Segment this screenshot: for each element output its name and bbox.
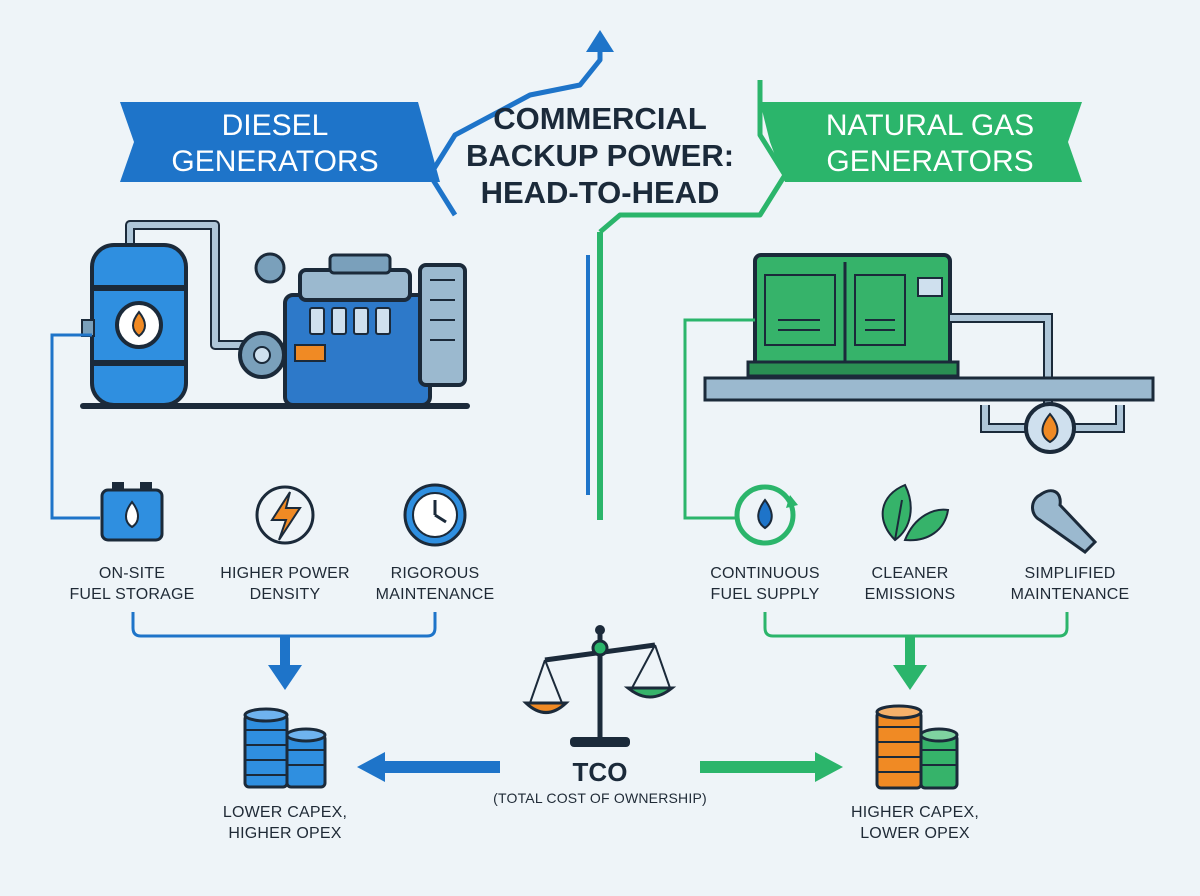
- fuel-tank-icon: [100, 482, 164, 542]
- tco-sublabel: (TOTAL COST OF OWNERSHIP): [493, 790, 707, 806]
- clock-icon: [403, 483, 467, 547]
- feature-line1: CLEANER: [871, 565, 949, 582]
- feature-line2: DENSITY: [249, 586, 321, 603]
- gas-outcome: HIGHER CAPEX, LOWER OPEX: [830, 802, 1000, 844]
- diesel-banner: [120, 102, 440, 182]
- outcome-line2: LOWER OPEX: [860, 825, 970, 842]
- gas-generator-illustration: [703, 253, 1155, 454]
- title-line3: HEAD-TO-HEAD: [480, 175, 720, 210]
- gas-feature-fuel-supply: CONTINUOUS FUEL SUPPLY: [695, 563, 835, 605]
- outcome-line1: HIGHER CAPEX,: [851, 804, 979, 821]
- diesel-feature-power-density: HIGHER POWER DENSITY: [210, 563, 360, 605]
- balance-scale-icon: [522, 625, 677, 747]
- gas-banner: [760, 102, 1082, 182]
- diesel-connector-line: [50, 333, 100, 520]
- title-line2: BACKUP POWER:: [465, 138, 735, 173]
- tco-right-arrow: [700, 752, 843, 782]
- wrench-icon: [1031, 489, 1098, 554]
- page-title: COMMERCIAL BACKUP POWER: HEAD-TO-HEAD: [430, 100, 770, 211]
- tco-label: TCO: [572, 757, 628, 787]
- feature-line2: EMISSIONS: [864, 586, 956, 603]
- diesel-banner-line1: DIESEL: [221, 109, 329, 142]
- diesel-feature-maintenance: RIGOROUS MAINTENANCE: [365, 563, 505, 605]
- lightning-icon: [255, 485, 315, 545]
- gas-connector-line: [683, 318, 755, 520]
- feature-line1: CONTINUOUS: [710, 565, 820, 582]
- feature-line1: HIGHER POWER: [220, 565, 350, 582]
- recycle-drop-icon: [734, 484, 798, 546]
- feature-line1: ON-SITE: [98, 565, 166, 582]
- feature-line2: FUEL SUPPLY: [710, 586, 820, 603]
- diesel-banner-line2: GENERATORS: [171, 145, 379, 178]
- title-line1: COMMERCIAL: [493, 101, 707, 136]
- diesel-banner-title: DIESEL GENERATORS: [130, 108, 420, 180]
- tco-left-arrow: [357, 752, 500, 782]
- leaf-icon: [881, 483, 950, 542]
- diesel-feature-fuel-storage: ON-SITE FUEL STORAGE: [62, 563, 202, 605]
- feature-line2: MAINTENANCE: [1010, 586, 1130, 603]
- gas-feature-maintenance: SIMPLIFIED MAINTENANCE: [995, 563, 1145, 605]
- gas-banner-line1: NATURAL GAS: [825, 109, 1035, 142]
- gas-coin-stacks-icon: [875, 704, 959, 790]
- gas-banner-line2: GENERATORS: [826, 145, 1034, 178]
- feature-line1: RIGOROUS: [390, 565, 480, 582]
- feature-line2: MAINTENANCE: [375, 586, 495, 603]
- diesel-coin-stacks-icon: [243, 707, 327, 789]
- gas-bracket: [763, 612, 1069, 690]
- diesel-bracket: [131, 612, 437, 690]
- feature-line1: SIMPLIFIED: [1024, 565, 1116, 582]
- diesel-generator-illustration: [80, 220, 470, 409]
- outcome-line1: LOWER CAPEX,: [222, 804, 348, 821]
- gas-banner-title: NATURAL GAS GENERATORS: [785, 108, 1075, 180]
- feature-line2: FUEL STORAGE: [69, 586, 195, 603]
- gas-feature-emissions: CLEANER EMISSIONS: [845, 563, 975, 605]
- outcome-line2: HIGHER OPEX: [228, 825, 342, 842]
- diesel-outcome: LOWER CAPEX, HIGHER OPEX: [205, 802, 365, 844]
